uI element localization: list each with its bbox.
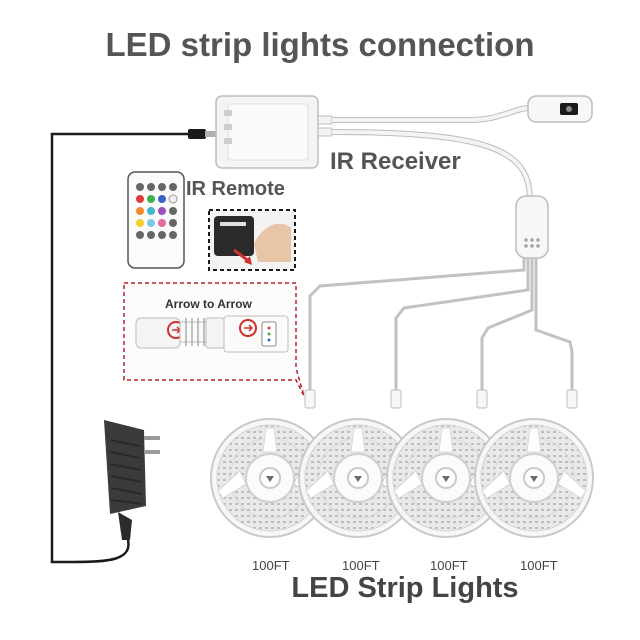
led-strip-reel-icon [210, 418, 594, 538]
strip-length-label: 100FT [430, 558, 468, 573]
4-pin-connector-icon [304, 389, 578, 409]
ir-remote-icon [127, 171, 185, 269]
ir-controller-box-icon [215, 95, 333, 169]
ir-receiver-label: IR Receiver [330, 148, 461, 175]
four-way-splitter-icon [515, 195, 549, 259]
dc-plug-icon [188, 129, 217, 139]
remote-battery-tab-icon [208, 209, 296, 271]
connector-detail-box [123, 282, 305, 397]
strip-length-label: 100FT [342, 558, 380, 573]
splitter-branch-cables [308, 258, 574, 394]
power-adapter-icon [104, 420, 160, 540]
strip-length-label: 100FT [520, 558, 558, 573]
led-strip-lights-label: LED Strip Lights [291, 572, 519, 604]
ir-remote-label: IR Remote [186, 178, 285, 200]
arrow-hint-label: Arrow to Arrow [165, 297, 252, 311]
strip-length-label: 100FT [252, 558, 290, 573]
dc-female-jack-icon [527, 95, 593, 123]
page-title: LED strip lights connection [105, 26, 535, 63]
dc-power-cable [50, 132, 190, 564]
